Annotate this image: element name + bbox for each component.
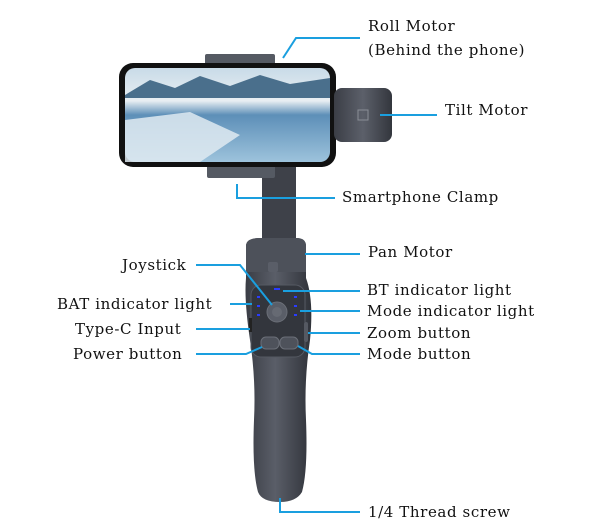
label-bat-indicator: BAT indicator light (57, 295, 213, 313)
label-roll-motor-note: (Behind the phone) (368, 41, 526, 59)
pan-motor-notch (268, 262, 278, 272)
leader-roll-motor (282, 37, 360, 59)
leader-mode-button (297, 345, 360, 355)
label-roll-motor: Roll Motor (368, 17, 456, 35)
leader-joystick (196, 264, 273, 306)
clamp-bottom (207, 164, 275, 178)
bat-indicator-leds (257, 296, 260, 316)
label-power-button: Power button (73, 345, 183, 363)
mode-button[interactable] (279, 336, 299, 350)
label-pan-motor: Pan Motor (368, 243, 453, 261)
handle (245, 238, 312, 502)
leader-clamp (236, 184, 335, 199)
label-tilt-motor: Tilt Motor (445, 101, 529, 119)
label-type-c: Type-C Input (75, 320, 182, 338)
leader-thread (279, 498, 360, 513)
pan-motor (246, 238, 306, 272)
tilt-motor-button (357, 109, 369, 121)
joystick-top (272, 307, 282, 317)
label-mode-indicator: Mode indicator light (367, 302, 535, 320)
leader-lines (196, 37, 437, 513)
type-c-port (249, 318, 252, 332)
mountains (125, 75, 330, 98)
bt-indicator-led (274, 288, 280, 290)
label-smartphone-clamp: Smartphone Clamp (342, 188, 499, 206)
leader-power (196, 346, 263, 355)
label-zoom-button: Zoom button (367, 324, 472, 342)
label-joystick: Joystick (122, 256, 187, 274)
label-bt-indicator: BT indicator light (367, 281, 512, 299)
power-button[interactable] (260, 336, 280, 350)
label-thread-screw: 1/4 Thread screw (368, 503, 511, 521)
zoom-button[interactable] (304, 322, 308, 342)
mode-indicator-leds (294, 296, 297, 316)
tilt-motor (334, 88, 392, 142)
label-mode-button: Mode button (367, 345, 472, 363)
ice (125, 112, 240, 162)
